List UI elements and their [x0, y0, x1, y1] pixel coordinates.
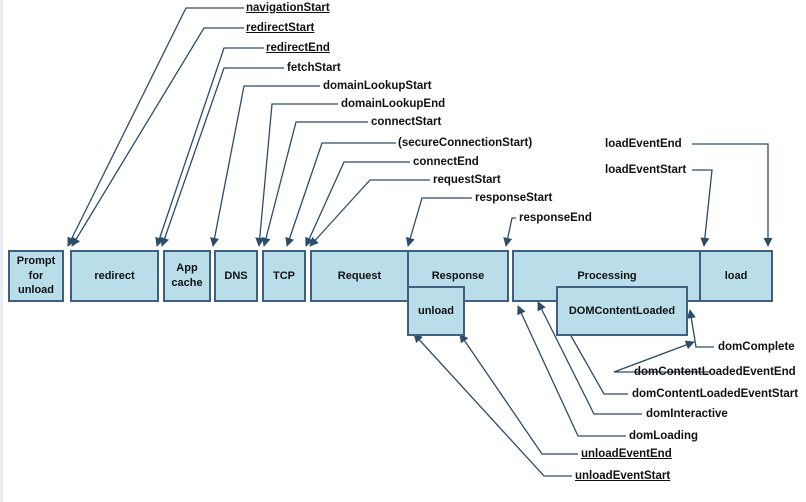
label-navigation-start: navigationStart — [246, 2, 330, 14]
arrow-unload-event-start — [413, 333, 572, 477]
arrow-navigation-start — [67, 7, 244, 247]
label-unload-event-start: unloadEventStart — [575, 470, 671, 482]
arrow-domain-lookup-end — [255, 103, 338, 247]
left-edge-strip — [0, 0, 3, 502]
arrow-domain-lookup-start — [210, 85, 320, 247]
arrow-load-event-end — [692, 143, 773, 247]
label-redirect-end: redirectEnd — [266, 42, 330, 54]
label-dom-content-loaded-event-end: domContentLoadedEventEnd — [634, 366, 796, 378]
arrow-dom-interactive — [537, 301, 642, 415]
arrow-dom-complete — [686, 309, 714, 348]
arrow-connect-start — [261, 121, 368, 247]
label-domain-lookup-start: domainLookupStart — [323, 80, 432, 92]
arrow-redirect-start — [71, 27, 244, 247]
arrow-redirect-end — [155, 47, 264, 247]
label-connect-start: connectStart — [371, 116, 442, 128]
phase-request: Request — [310, 250, 409, 302]
label-domain-lookup-end: domainLookupEnd — [341, 98, 446, 110]
label-secure-connection-start: (secureConnectionStart) — [398, 137, 533, 149]
label-dom-interactive: domInteractive — [646, 408, 728, 420]
label-dom-content-loaded-event-start: domContentLoadedEventStart — [632, 388, 799, 400]
arrow-fetch-start — [160, 67, 284, 247]
label-load-event-start: loadEventStart — [605, 164, 687, 176]
phase-prompt-for-unload: Prompt for unload — [8, 250, 64, 302]
arrow-request-start — [309, 179, 430, 247]
label-unload-event-end: unloadEventEnd — [581, 448, 672, 460]
label-response-start: responseStart — [475, 192, 553, 204]
arrow-connect-end — [305, 161, 410, 247]
phase-redirect: redirect — [70, 250, 159, 302]
label-fetch-start: fetchStart — [287, 62, 341, 74]
arrow-response-start — [405, 197, 472, 247]
arrow-unload-event-end — [459, 333, 578, 455]
phase-dns: DNS — [214, 250, 258, 302]
arrow-dom-loading — [517, 305, 626, 437]
label-request-start: requestStart — [433, 174, 501, 186]
phase-unload: unload — [407, 286, 465, 336]
label-load-event-end: loadEventEnd — [605, 138, 682, 150]
arrow-dom-content-loaded-event-end — [613, 340, 710, 373]
label-connect-end: connectEnd — [413, 156, 479, 168]
arrow-secure-connection-start — [285, 142, 396, 247]
phase-tcp: TCP — [262, 250, 306, 302]
arrow-load-event-start — [692, 169, 713, 247]
phase-app-cache: App cache — [163, 250, 211, 302]
label-redirect-start: redirectStart — [246, 22, 315, 34]
arrow-response-end — [503, 217, 516, 247]
label-dom-complete: domComplete — [718, 341, 795, 353]
arrow-dom-content-loaded-event-start — [561, 319, 628, 395]
phase-dom-content-loaded: DOMContentLoaded — [556, 286, 688, 336]
phase-load: load — [699, 250, 773, 302]
label-dom-loading: domLoading — [629, 430, 698, 442]
label-response-end: responseEnd — [519, 212, 592, 224]
